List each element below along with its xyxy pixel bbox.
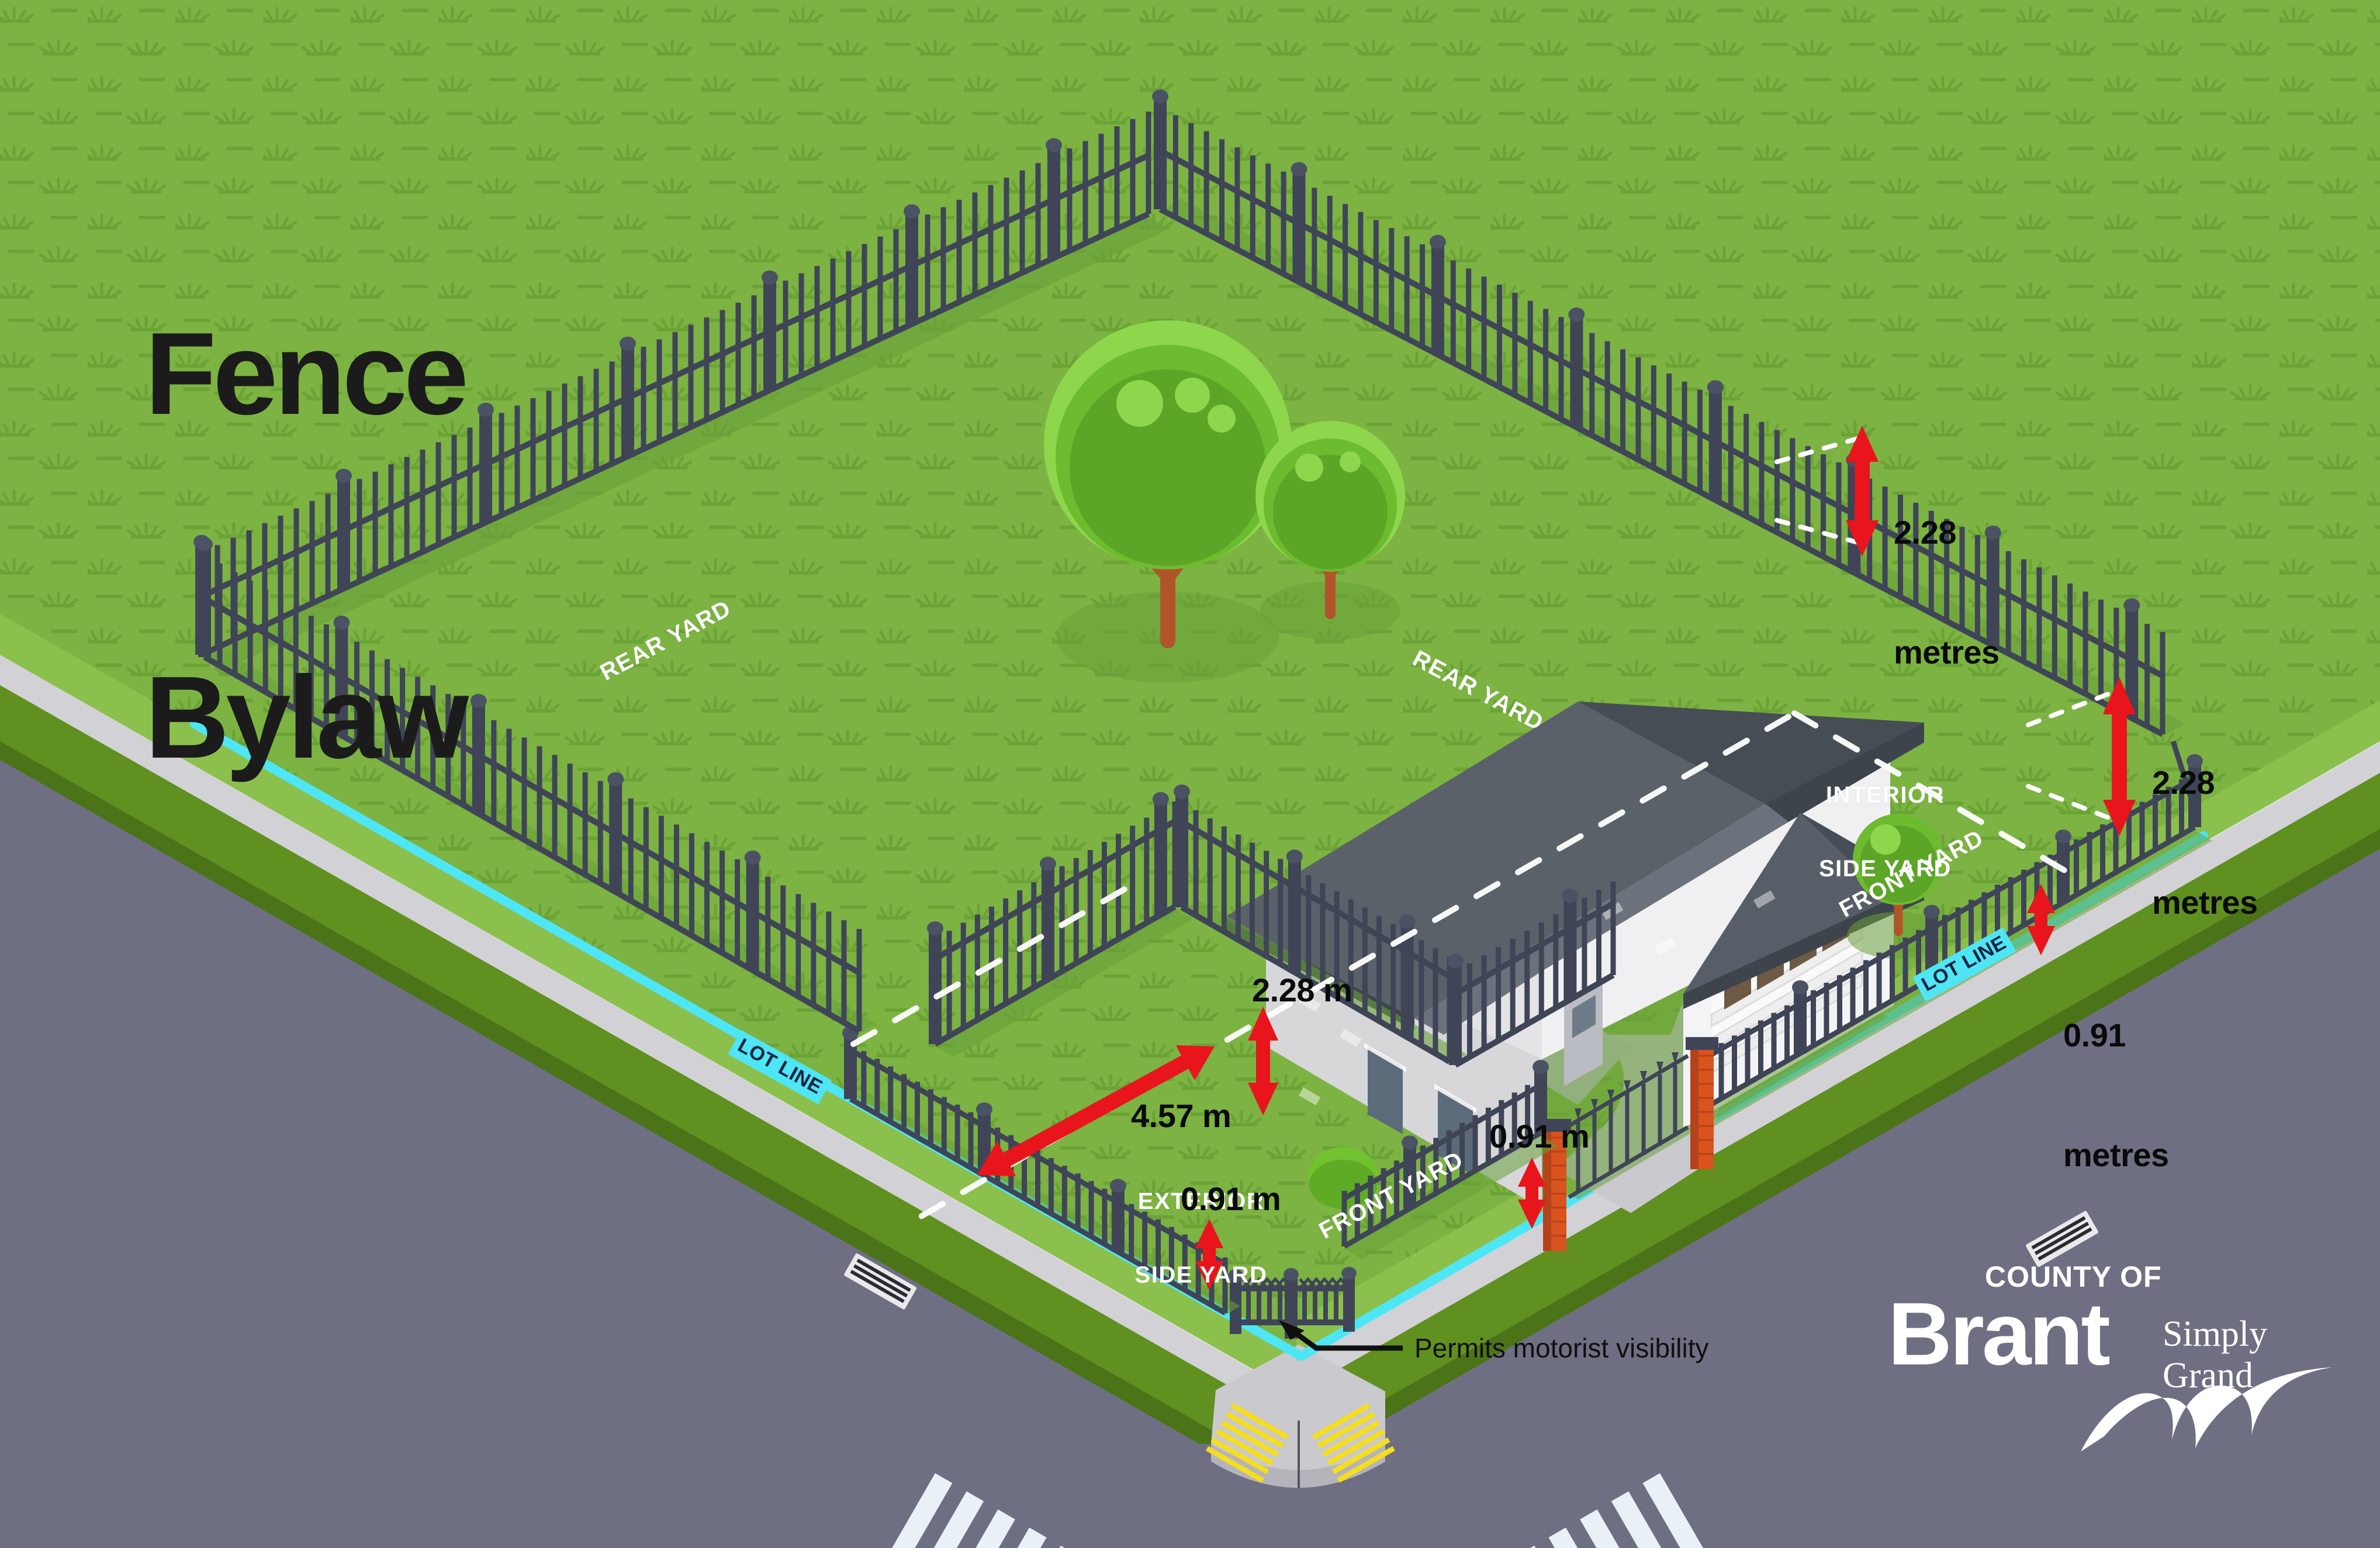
dim-front-fence-height-left: 0.91 m [1181,1180,1281,1217]
house [1224,702,1924,1209]
logo-wave-mark [2081,1367,2332,1452]
exterior-side-yard-line-2: SIDE YARD [1134,1262,1268,1288]
dim-front-fence-height-mid: 0.91 m [1489,1118,1590,1155]
county-of-brant-logo: COUNTY OF Brant Simply Grand [1888,1260,2332,1453]
roof-ridge-face [1765,723,1924,822]
dim-unit: metres [2152,883,2258,921]
arrow-2_28-lower-right [2103,677,2136,836]
roof-front-slope [1414,804,1789,1035]
brick-pillar [1686,1037,1718,1169]
interior-side-yard-line-1: INTERIOR [1825,782,1945,808]
dimension-leader-lines [1774,435,2122,824]
sidewalk-left [0,655,1292,1422]
page-title: Fence Bylaw [145,88,469,1004]
dim-rear-fence-height-lower: 2.28 metres [2152,683,2258,1003]
dim-value: 0.91 [2063,1016,2126,1053]
road-left [0,760,1298,1548]
dim-unit: metres [2063,1136,2169,1173]
crosswalk-right [1517,1473,1765,1548]
road-right [1299,849,2380,1548]
arrow-4_57-diagonal [977,1045,1215,1176]
fence-front-middle [1341,1060,1558,1259]
dim-value: 2.28 [1894,513,1956,551]
storm-drain-icon [844,1253,917,1309]
tactile-warning-strip-right [1312,1403,1396,1483]
dim-rear-fence-height-upper: 2.28 metres [1894,433,2000,752]
arrow-0_91-left [1195,1219,1223,1290]
storm-drain-icon [2026,1211,2098,1267]
boulevard-right [1299,772,2380,1449]
dim-side-fence-height: 2.28 m [1252,972,1352,1008]
dim-front-fence-height-right: 0.91 metres [2063,935,2169,1255]
fence-house-side [1447,882,1616,1068]
driveway-gate [1538,1037,1718,1251]
dim-value: 2.28 [2152,763,2215,801]
logo-brant-wordmark: Brant [1888,1284,2111,1384]
roof-left-slope [1224,702,1765,1018]
crosswalk-left [830,1473,1078,1548]
corner-curb-ramp [1206,1345,1396,1488]
arrow-0_91-right [2027,884,2055,955]
tree-small-front [1847,814,1950,959]
dimension-arrows [977,426,2136,1290]
arrow-2_28-upper-right [1846,426,1879,557]
arrow-2_28-side [1248,1007,1278,1115]
roof-garage-front [1683,884,1924,1009]
boulevard-left [0,684,1298,1479]
fence-corner-low [1228,1267,1357,1339]
roof-right-slope [1578,702,1924,804]
interior-side-yard-label: INTERIOR SIDE YARD [1819,734,1952,930]
dim-unit: metres [1894,633,2000,671]
fence-left-lotline [196,537,877,1034]
brick-pillar [1538,1119,1571,1251]
dim-exterior-side-yard-setback: 4.57 m [1131,1097,1231,1134]
exterior-side-yard-label: EXTERIOR SIDE YARD [1105,1140,1298,1336]
exterior-side-yard-line-1: EXTERIOR [1137,1188,1265,1214]
verge-left [0,614,1292,1391]
tactile-warning-strip-left [1206,1403,1289,1483]
title-line-1: Fence [145,309,469,439]
callout-leader [1279,1320,1403,1351]
tree-medium [1255,421,1405,640]
tree-large [1044,320,1292,683]
title-line-2: Bylaw [145,652,469,783]
interior-side-yard-line-2: SIDE YARD [1819,856,1952,882]
sidewalk-right [1296,741,2380,1394]
arrow-0_91-mid [1518,1157,1546,1229]
logo-county-of-text: COUNTY OF [1985,1260,2162,1293]
motorist-visibility-callout: Permits motorist visibility [1414,1333,1709,1363]
